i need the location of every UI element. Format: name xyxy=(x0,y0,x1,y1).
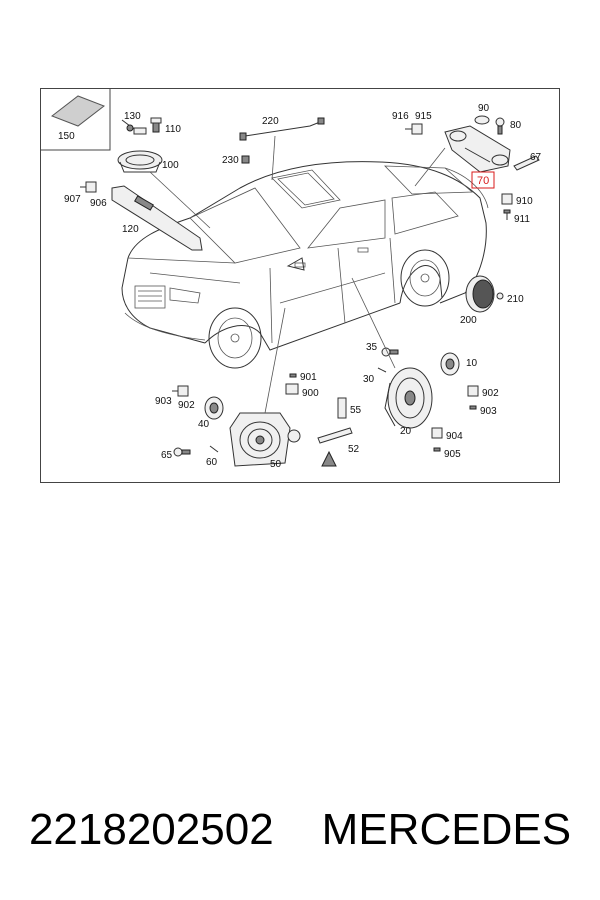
callout-902-right: 902 xyxy=(482,388,499,399)
callout-906: 906 xyxy=(90,198,107,209)
callout-903-right: 903 xyxy=(480,406,497,417)
callout-120: 120 xyxy=(122,224,139,235)
pin-30[interactable] xyxy=(377,367,387,373)
cable-220[interactable] xyxy=(239,117,325,141)
bracket-assembly-70[interactable] xyxy=(444,125,511,173)
callout-150: 150 xyxy=(58,131,75,142)
speaker-100[interactable] xyxy=(117,150,163,173)
clip-230[interactable] xyxy=(241,155,250,164)
speaker-50[interactable] xyxy=(229,412,301,467)
callout-200: 200 xyxy=(460,315,477,326)
callout-220: 220 xyxy=(262,116,279,127)
screw-80[interactable] xyxy=(495,117,505,135)
screw-35[interactable] xyxy=(381,347,399,357)
brand-name: MERCEDES xyxy=(321,805,572,854)
callout-902-left: 902 xyxy=(178,400,195,411)
speaker-20[interactable] xyxy=(384,367,433,429)
connector-910[interactable] xyxy=(501,193,513,220)
callout-67: 67 xyxy=(530,152,542,163)
callout-230: 230 xyxy=(222,155,239,166)
callout-130: 130 xyxy=(124,111,141,122)
strip-52[interactable] xyxy=(317,427,353,467)
tweeter-10[interactable] xyxy=(440,352,460,376)
leader-20 xyxy=(351,277,396,369)
leader-50 xyxy=(264,307,286,414)
callout-904: 904 xyxy=(446,431,463,442)
callout-110: 110 xyxy=(165,124,181,135)
leader-220 xyxy=(271,135,276,181)
callout-901: 901 xyxy=(300,372,317,383)
block-55[interactable] xyxy=(337,397,347,419)
screw-65[interactable] xyxy=(173,447,191,457)
mat-150[interactable] xyxy=(50,95,106,127)
leader-70 xyxy=(414,147,446,187)
inset-box xyxy=(40,88,111,151)
diagram-frame xyxy=(40,88,560,483)
callout-915: 915 xyxy=(415,111,432,122)
callout-35: 35 xyxy=(366,342,378,353)
callout-30: 30 xyxy=(363,374,375,385)
callout-80: 80 xyxy=(510,120,522,131)
callout-40: 40 xyxy=(198,419,210,430)
screw-110[interactable] xyxy=(150,117,162,133)
callout-10: 10 xyxy=(466,358,478,369)
callout-210: 210 xyxy=(507,294,524,305)
speaker-grille-200[interactable] xyxy=(465,275,495,313)
callout-60: 60 xyxy=(206,457,218,468)
callout-100: 100 xyxy=(162,160,179,171)
callout-70[interactable]: 70 xyxy=(477,175,489,187)
part-number: 2218202502 xyxy=(28,805,274,854)
callout-55: 55 xyxy=(350,405,362,416)
connector-902-left[interactable] xyxy=(172,385,189,397)
callout-903-left: 903 xyxy=(155,396,172,407)
callout-916: 916 xyxy=(392,111,409,122)
connector-904[interactable] xyxy=(431,427,443,452)
bracket-130[interactable] xyxy=(121,119,147,135)
caption: 2218202502 MERCEDES xyxy=(0,800,600,860)
callout-65: 65 xyxy=(161,450,173,461)
parts-diagram: 150 xyxy=(40,88,560,483)
connector-900[interactable] xyxy=(285,373,299,395)
car-body xyxy=(121,161,489,369)
callout-911: 911 xyxy=(514,214,530,225)
callout-90: 90 xyxy=(478,103,490,114)
washer-90[interactable] xyxy=(474,115,490,125)
pin-60[interactable] xyxy=(209,445,219,453)
callout-52: 52 xyxy=(348,444,360,455)
trim-strip-120[interactable] xyxy=(111,185,203,251)
screw-210[interactable] xyxy=(496,292,504,300)
tweeter-40[interactable] xyxy=(204,396,224,420)
connector-915[interactable] xyxy=(405,123,423,135)
leader-100 xyxy=(149,171,211,229)
callout-907: 907 xyxy=(64,194,81,205)
callout-20: 20 xyxy=(400,426,412,437)
callout-70-box xyxy=(471,171,495,189)
connector-906[interactable] xyxy=(80,181,97,193)
strip-67[interactable] xyxy=(513,155,540,171)
callout-910: 910 xyxy=(516,196,533,207)
callout-900: 900 xyxy=(302,388,319,399)
callout-905: 905 xyxy=(444,449,461,460)
callout-50: 50 xyxy=(270,459,282,470)
connector-902-right[interactable] xyxy=(467,385,479,410)
